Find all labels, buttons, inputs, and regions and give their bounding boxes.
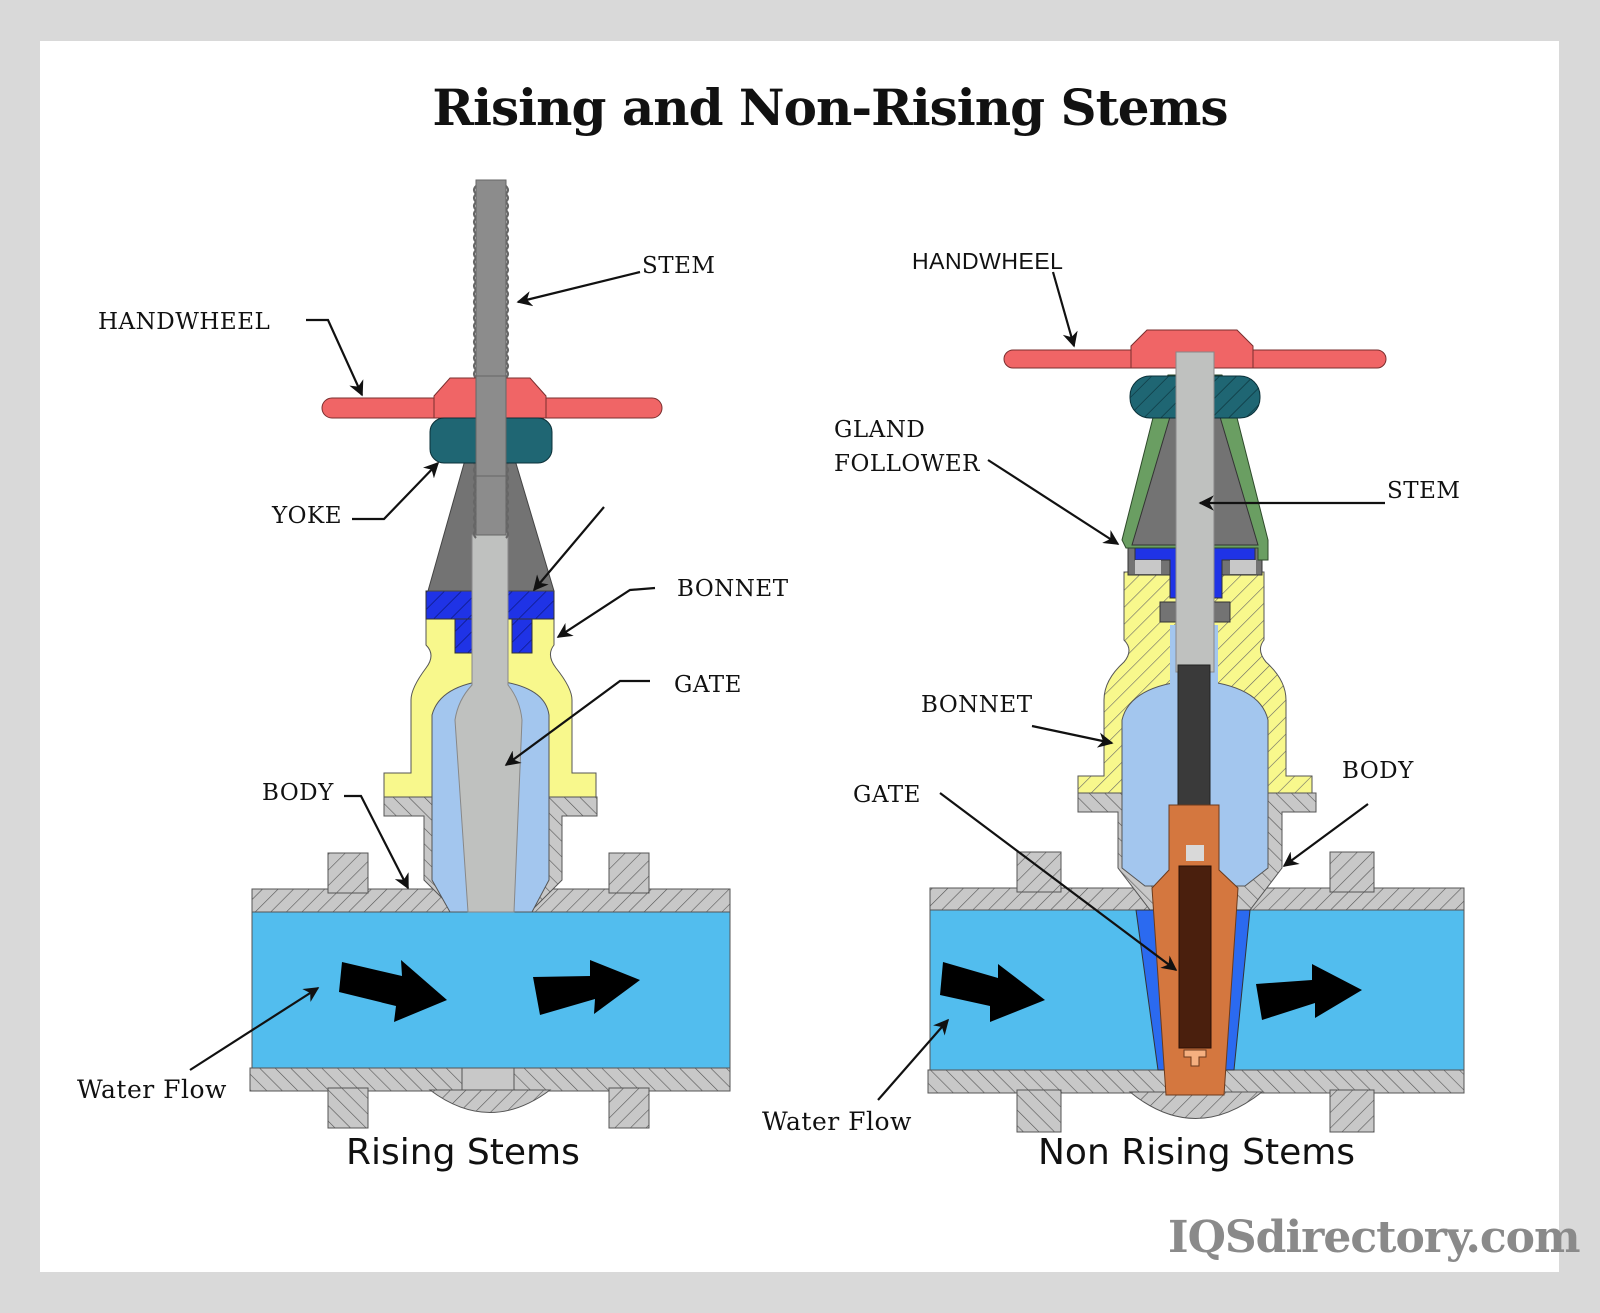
label-gland-follower-1: GLAND — [834, 417, 926, 443]
label-stem: STEM — [642, 253, 716, 279]
label-bonnet-nr: BONNET — [921, 692, 1033, 718]
label-yoke: YOKE — [272, 503, 343, 529]
label-water-flow: Water Flow — [77, 1075, 227, 1104]
non-rising-leaders — [877, 271, 1385, 1101]
brand-watermark: IQSdirectory.com — [1168, 1212, 1581, 1263]
non-rising-stem-valve — [927, 329, 1465, 1133]
caption-rising: Rising Stems — [346, 1132, 580, 1173]
label-stem-nr: STEM — [1387, 478, 1461, 504]
flow-arrow-nr-icon — [1256, 964, 1362, 1020]
rising-stem — [473, 179, 509, 539]
label-handwheel-nr: HANDWHEEL — [912, 248, 1064, 274]
label-gate: GATE — [674, 672, 742, 698]
flow-arrow-nr-icon — [940, 962, 1045, 1022]
label-bonnet: BONNET — [677, 576, 789, 602]
label-handwheel: HANDWHEEL — [98, 309, 271, 335]
label-gland-follower-2: FOLLOWER — [834, 451, 980, 477]
label-water-flow-nr: Water Flow — [762, 1107, 912, 1136]
page-title: Rising and Non-Rising Stems — [432, 78, 1228, 137]
non-rising-stem — [1175, 351, 1215, 673]
water-channel — [251, 911, 731, 1069]
rising-stem-valve — [249, 179, 731, 1129]
label-body: BODY — [262, 780, 334, 806]
flow-arrow-icon — [533, 960, 640, 1015]
flow-arrow-icon — [339, 960, 447, 1022]
label-body-nr: BODY — [1342, 758, 1414, 784]
rising-leaders — [189, 270, 656, 1071]
caption-non-rising: Non Rising Stems — [1038, 1132, 1356, 1173]
gate — [454, 531, 523, 913]
label-gate-nr: GATE — [853, 782, 921, 808]
